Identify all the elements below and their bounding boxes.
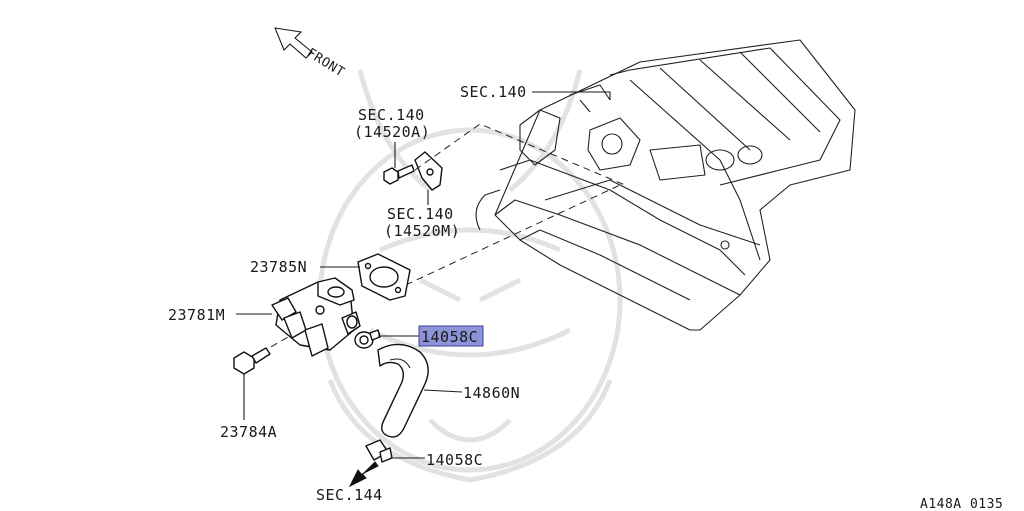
sec140-m-label: SEC.140 — [387, 205, 454, 223]
front-direction-arrow: FRONT — [274, 27, 347, 81]
bolt-14520a — [383, 164, 415, 185]
part-14058c-highlighted-label: 14058C — [421, 328, 478, 346]
sec140-a-label: SEC.140 — [358, 106, 425, 124]
sec144-label: SEC.144 — [316, 486, 383, 504]
part-23785n-label: 23785N — [250, 258, 307, 276]
part-14058c-lower-label: 14058C — [426, 451, 483, 469]
part-23781m-label: 23781M — [168, 306, 225, 324]
part-14058c-highlight[interactable] — [418, 325, 484, 347]
sec144-direction-arrow — [348, 461, 379, 488]
sec140-m-part-label: (14520M) — [384, 222, 460, 240]
part-23784a-label: 23784A — [220, 423, 277, 441]
hose-14860n — [377, 343, 429, 438]
bracket-14520m — [414, 151, 443, 191]
bolt-23784a — [233, 347, 271, 375]
figure-id: A148A 0135 — [920, 497, 1003, 511]
housing-23781m — [271, 277, 361, 357]
clamp-14058c-upper — [354, 329, 381, 349]
sec140-a-part-label: (14520A) — [354, 123, 430, 141]
gasket-23785n — [357, 253, 411, 301]
part-14860n-label: 14860N — [463, 384, 520, 402]
front-label: FRONT — [304, 46, 347, 81]
watermark-emblem — [317, 69, 623, 483]
engine-assembly — [475, 39, 856, 331]
sec140-top-label: SEC.140 — [460, 83, 527, 101]
